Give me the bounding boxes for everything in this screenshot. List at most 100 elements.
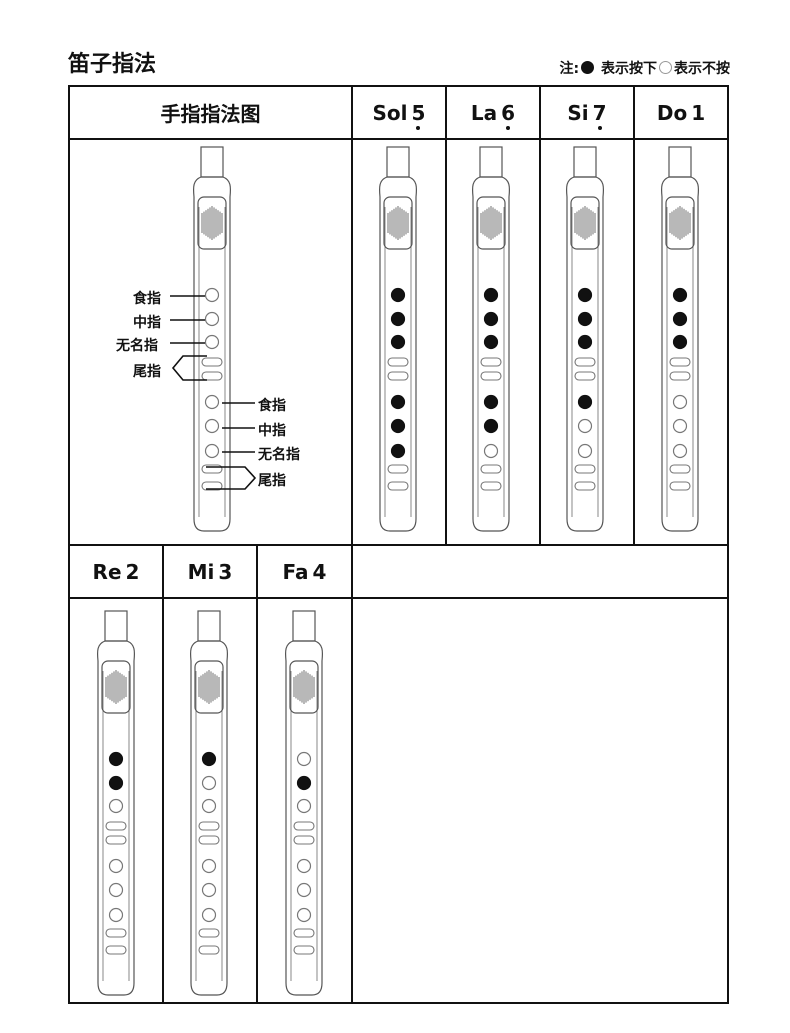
hole-closed (296, 775, 312, 791)
grille-icon (574, 206, 596, 240)
hole-closed (108, 751, 124, 767)
note-number: 3 (218, 559, 233, 584)
hole-closed (390, 418, 406, 434)
legend-pressed-label: 表示按下 (601, 61, 657, 77)
pinky-slot (105, 821, 127, 831)
flute-mi (189, 610, 229, 996)
pinky-slot (669, 464, 691, 474)
pinky-slot (574, 481, 596, 491)
label-middle-finger-lower: 中指 (258, 423, 286, 439)
hole-closed (390, 287, 406, 303)
pinky-slot (574, 464, 596, 474)
pinky-slot (574, 371, 596, 381)
hole-open (108, 907, 124, 923)
table-border-left (68, 85, 70, 1004)
note-name: Mi (187, 559, 215, 584)
flute-diagram (192, 146, 232, 532)
open-dot-icon (659, 61, 672, 74)
hole-closed (577, 334, 593, 350)
filled-dot-icon (581, 61, 595, 74)
label-ring-finger-lower: 无名指 (258, 447, 300, 463)
note-number: 6 (501, 100, 516, 130)
pinky-slot (293, 821, 315, 831)
pinky-slot (201, 357, 223, 367)
hole-closed (672, 311, 688, 327)
pinky-slot (201, 371, 223, 381)
hole-closed (672, 287, 688, 303)
pinky-slot (105, 928, 127, 938)
legend-prefix: 注: (559, 61, 580, 77)
label-index-finger-upper: 食指 (133, 291, 161, 307)
hole-closed (577, 287, 593, 303)
pinky-slot (480, 464, 502, 474)
pinky-slot (105, 835, 127, 845)
note-name: Sol (372, 100, 408, 125)
grille-icon (198, 670, 220, 704)
pinky-slot (480, 357, 502, 367)
label-pinky-upper: 尾指 (133, 364, 161, 380)
hole-closed (483, 311, 499, 327)
hole-closed (390, 443, 406, 459)
grille-icon (201, 206, 223, 240)
diagram-header: 手指指法图 (160, 102, 261, 126)
table-col-divider (256, 544, 258, 1004)
hole-open (108, 882, 124, 898)
pinky-slot (669, 357, 691, 367)
hole-open (204, 418, 220, 434)
hole-closed (483, 418, 499, 434)
flute-re (96, 610, 136, 996)
hole-closed (483, 287, 499, 303)
flute-fa (284, 610, 324, 996)
hole-open (108, 858, 124, 874)
hole-open (672, 443, 688, 459)
hole-closed (390, 334, 406, 350)
hole-open (204, 334, 220, 350)
pinky-slot (387, 464, 409, 474)
pinky-slot (293, 835, 315, 845)
label-middle-finger-upper: 中指 (133, 315, 161, 331)
hole-open (204, 443, 220, 459)
hole-open (204, 394, 220, 410)
hole-closed (390, 394, 406, 410)
hole-closed (577, 394, 593, 410)
table-col-divider (539, 85, 541, 546)
table-border-right (727, 85, 729, 1004)
note-name: Si (567, 100, 589, 125)
flute-sol (378, 146, 418, 532)
hole-open (296, 907, 312, 923)
flute-la (471, 146, 511, 532)
note-name: Do (656, 100, 688, 125)
note-number: 1 (691, 100, 706, 125)
grille-icon (669, 206, 691, 240)
table-middle-divider (68, 544, 729, 546)
hole-open (201, 775, 217, 791)
hole-open (577, 418, 593, 434)
hole-open (296, 858, 312, 874)
grille-icon (105, 670, 127, 704)
hole-closed (577, 311, 593, 327)
pinky-slot (105, 945, 127, 955)
hole-closed (108, 775, 124, 791)
table-col-divider (351, 85, 353, 1004)
hole-open (296, 751, 312, 767)
note-name: La (470, 100, 498, 125)
pinky-slot (198, 928, 220, 938)
hole-open (201, 882, 217, 898)
hole-closed (672, 334, 688, 350)
hole-open (672, 394, 688, 410)
legend: 注: 表示按下 表示不按 (560, 58, 730, 78)
hole-closed (483, 334, 499, 350)
hole-open (201, 798, 217, 814)
legend-open-label: 表示不按 (674, 61, 730, 77)
pinky-slot (293, 928, 315, 938)
flute-si (565, 146, 605, 532)
hole-open (296, 798, 312, 814)
hole-closed (483, 394, 499, 410)
hole-closed (201, 751, 217, 767)
table-header-divider (68, 138, 729, 140)
pinky-slot (198, 821, 220, 831)
